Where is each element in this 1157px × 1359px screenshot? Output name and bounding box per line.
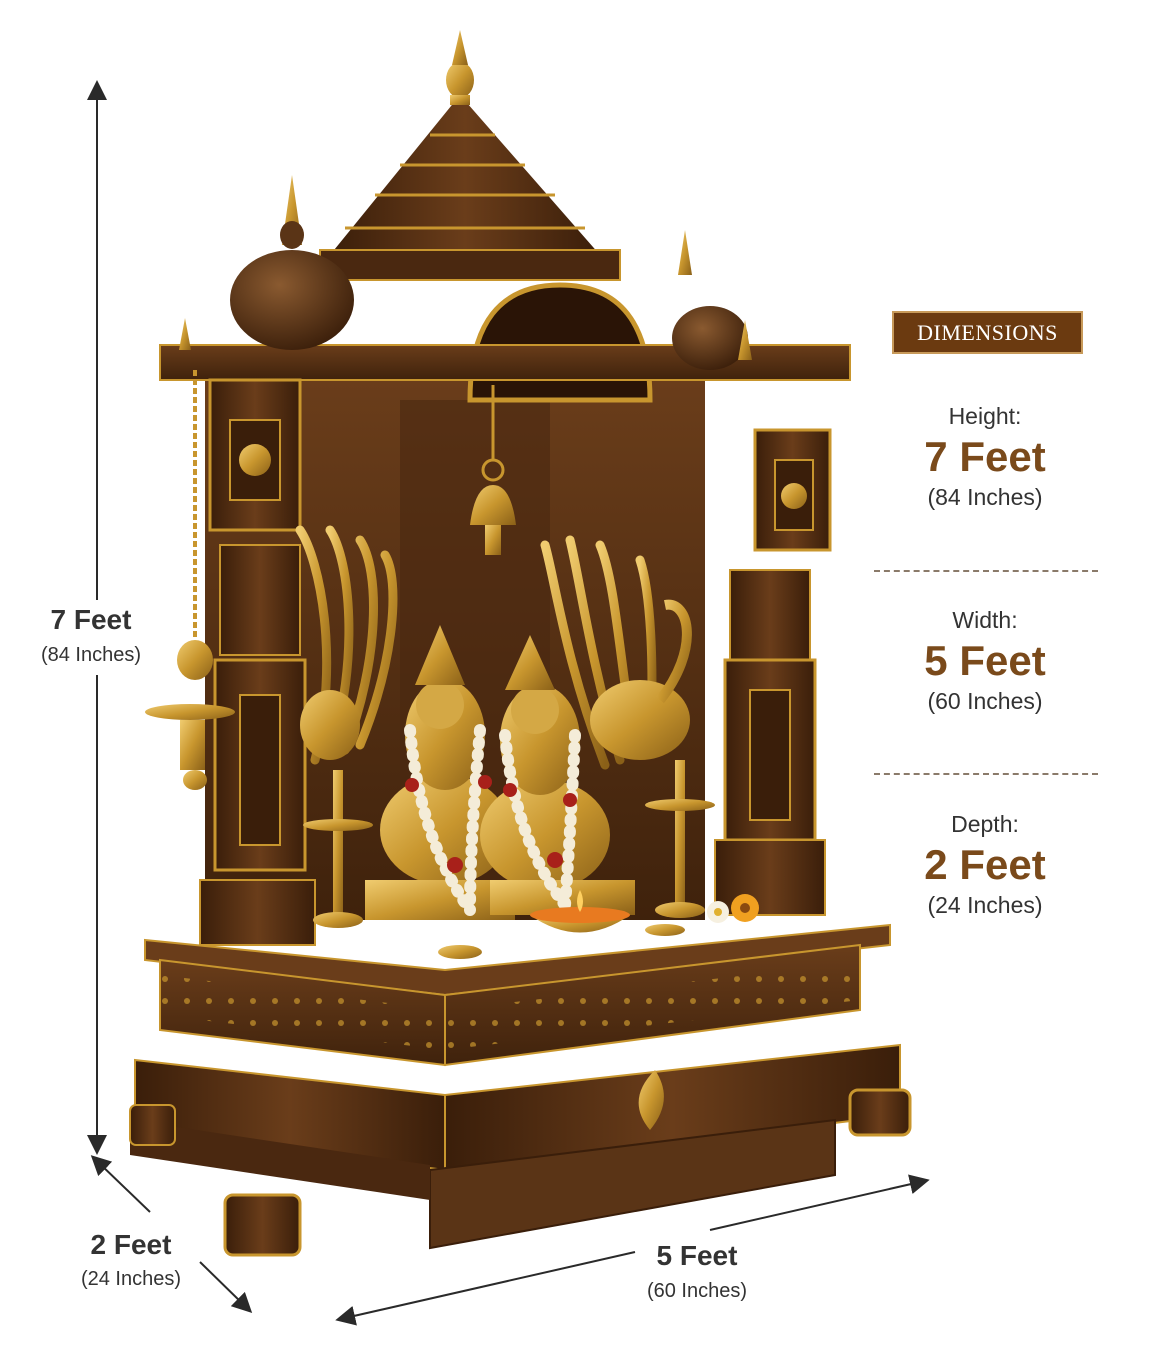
depth-arrow-lower [199,1261,253,1313]
temple-base [129,923,912,1257]
garland-roses [405,775,577,873]
peacock-bodies [300,599,692,760]
spec-height-value: 7 Feet [924,433,1046,480]
spec-depth-sub: (24 Inches) [927,892,1043,918]
spec-divider [874,773,1098,775]
right-pillar [714,428,832,916]
spec-height-label: Height: [948,403,1022,429]
spec-height: Height: 7 Feet (84 Inches) [870,403,1100,511]
depth-sublabel: (24 Inches) [80,1268,182,1290]
height-sublabel: (84 Inches) [40,644,142,666]
spec-depth-value: 2 Feet [924,841,1046,888]
depth-arrow [90,1155,151,1213]
depth-label: 2 Feet [90,1229,172,1260]
spec-depth-label: Depth: [951,811,1019,837]
width-label: 5 Feet [656,1240,738,1271]
spec-width-value: 5 Feet [924,637,1046,684]
marigold-flowers [707,894,759,923]
hanging-lamp [145,370,235,790]
width-sublabel: (60 Inches) [646,1280,748,1302]
spec-width-sub: (60 Inches) [927,688,1043,714]
spec-depth: Depth: 2 Feet (24 Inches) [870,811,1100,919]
spec-height-sub: (84 Inches) [927,484,1043,510]
height-label: 7 Feet [50,604,132,635]
width-arrow [335,1251,636,1326]
spec-width-label: Width: [952,607,1018,633]
left-pillar [199,378,316,946]
width-arrow-right [709,1174,930,1231]
dimensions-badge: DIMENSIONS [892,311,1083,354]
diya-lamp [438,890,685,959]
side-domes [179,175,752,370]
standing-lamps [303,760,715,928]
spec-width: Width: 5 Feet (60 Inches) [870,607,1100,715]
flower-garlands [404,724,581,916]
spec-divider [874,570,1098,572]
hanging-bell [470,385,516,555]
